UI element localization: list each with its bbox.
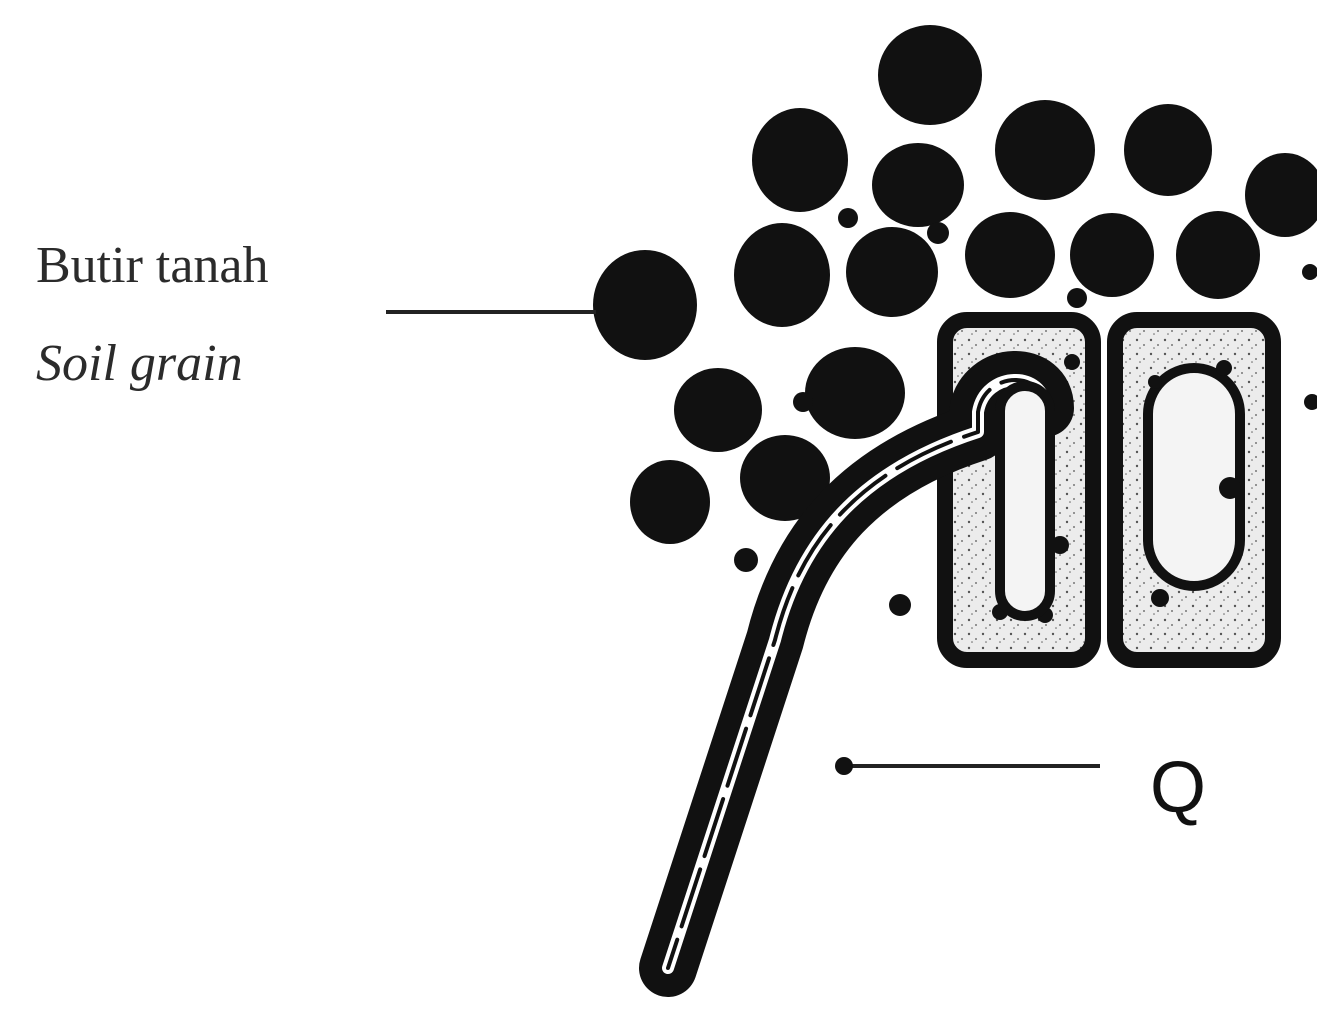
- pointer-q: [835, 757, 1100, 775]
- structure-q-label: Q: [1150, 748, 1206, 828]
- soil-grain-label: Butir tanah: [36, 236, 269, 296]
- soil-grain-label-english: Soil grain: [36, 334, 243, 394]
